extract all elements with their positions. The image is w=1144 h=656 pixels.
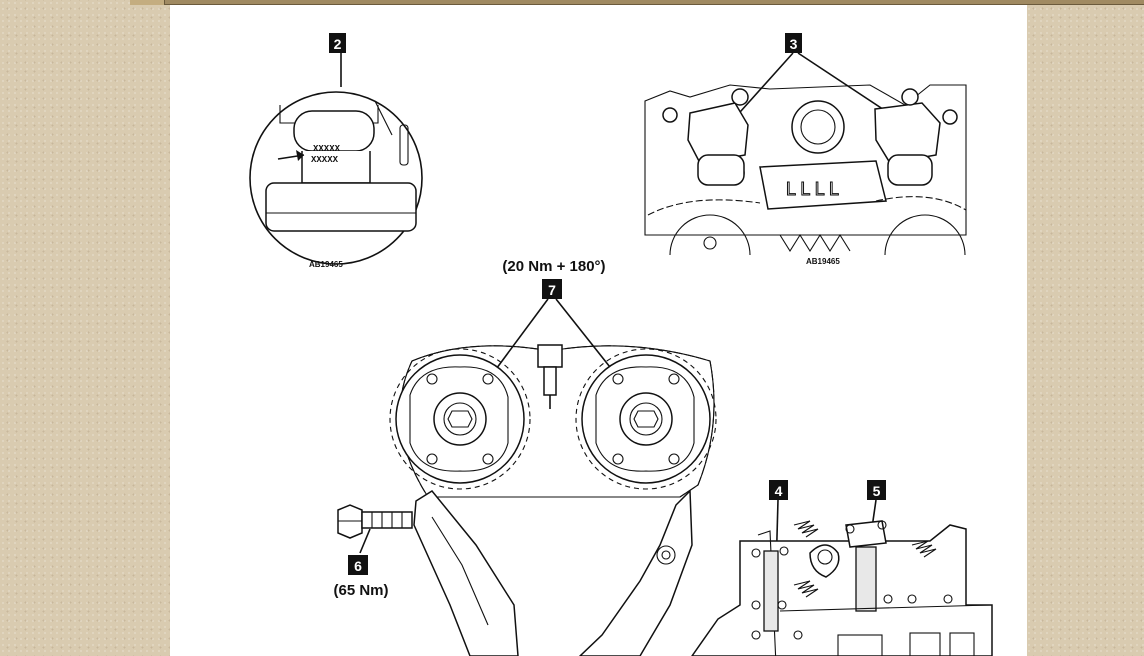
ref-code-left: AB19465 bbox=[309, 260, 343, 269]
engine-timing-illustration: 2 XXXXX XXXXX AB19465 3 bbox=[249, 33, 993, 656]
svg-text:L L L L: L L L L bbox=[786, 179, 839, 199]
callout-6-label: 6 bbox=[354, 558, 362, 574]
callout-6-group: 6 (65 Nm) bbox=[333, 504, 413, 599]
window-top-border bbox=[130, 0, 1144, 5]
callout-7-label: 7 bbox=[548, 282, 556, 298]
window-top-tab bbox=[130, 0, 165, 5]
callout-2-label: 2 bbox=[334, 36, 342, 52]
detail-2-inset: 2 XXXXX XXXXX AB19465 bbox=[249, 33, 423, 269]
timing-chain-assembly bbox=[389, 344, 717, 656]
callout-5-box bbox=[867, 480, 886, 500]
callout-3-label: 3 bbox=[790, 36, 798, 52]
callout-5-label: 5 bbox=[873, 483, 881, 499]
ref-code-right: AB19465 bbox=[806, 257, 840, 266]
callout-3-box bbox=[785, 33, 802, 53]
manual-page: 2 XXXXX XXXXX AB19465 3 bbox=[170, 5, 1027, 656]
callout-6-box bbox=[348, 555, 368, 575]
callout-7-box bbox=[542, 279, 562, 299]
torque-tensioner-label: (65 Nm) bbox=[333, 582, 388, 599]
cylinder-head-detail: 4 5 bbox=[691, 480, 993, 656]
stamp-line-2: XXXXX bbox=[311, 155, 339, 165]
callout-4-box bbox=[769, 480, 788, 500]
stamp-line-1: XXXXX bbox=[313, 144, 341, 154]
detail-3-inset: 3 L L L L AB19465 bbox=[644, 33, 967, 266]
callout-2-box bbox=[329, 33, 346, 53]
arrow-icon bbox=[296, 150, 304, 161]
callout-4-label: 4 bbox=[775, 483, 783, 499]
torque-camshaft-label: (20 Nm + 180°) bbox=[502, 258, 605, 275]
